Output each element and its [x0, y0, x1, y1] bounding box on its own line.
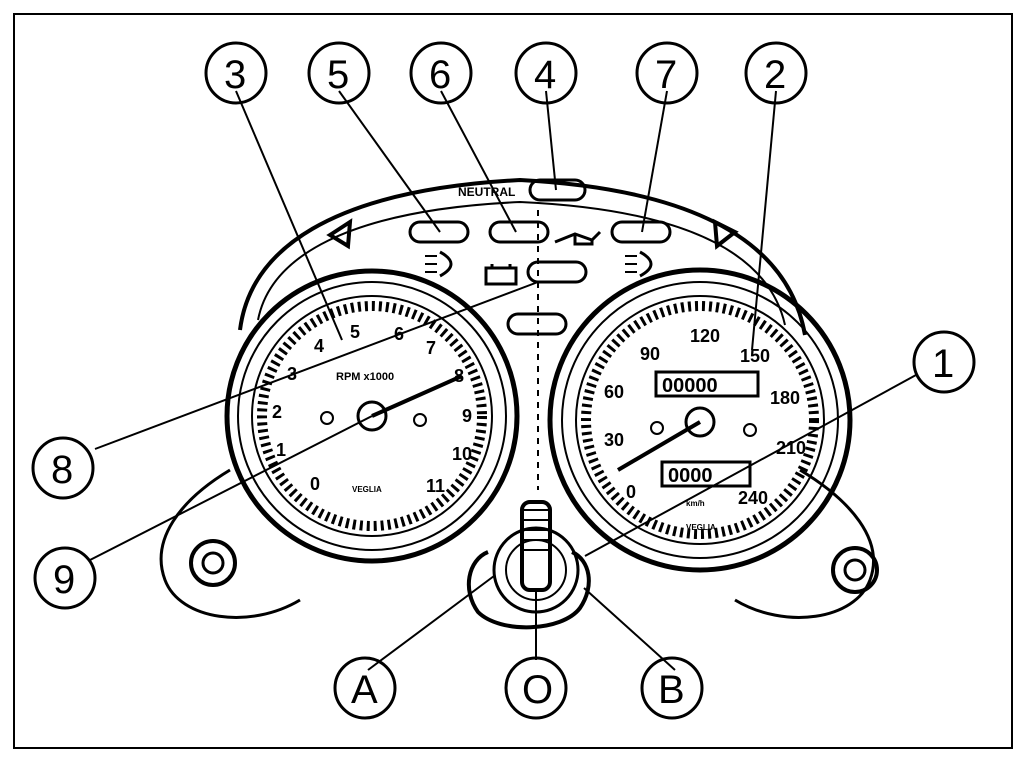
tachometer-needle [371, 374, 463, 418]
callout-O: O [504, 656, 568, 720]
odometer-window [654, 370, 760, 398]
tacho-tick-0: 0 [310, 474, 320, 494]
speedometer: 00000 0000 0 30 60 90 120 150 180 210 24… [547, 267, 853, 573]
tacho-tick-9: 9 [462, 406, 472, 426]
tacho-tick-11: 11 [426, 476, 445, 496]
trip-value: 0000 [668, 465, 713, 487]
callout-4: 4 [514, 41, 578, 105]
warning-lamp-low-beam [408, 220, 470, 244]
svg-text:3: 3 [224, 53, 246, 97]
tacho-tick-5: 5 [350, 322, 360, 342]
high-beam-icon [625, 250, 653, 278]
leader-lines [89, 90, 917, 671]
svg-text:7: 7 [655, 53, 677, 97]
callout-7: 7 [635, 41, 699, 105]
trip-window [660, 460, 752, 488]
speedometer-needle-hub [684, 406, 716, 438]
speedo-tick-60: 60 [604, 382, 624, 402]
speedo-tick-90: 90 [640, 344, 660, 364]
speedometer-brand: VEGLIA [686, 523, 716, 532]
ignition-key [520, 500, 552, 592]
housing-top-inner [257, 200, 786, 326]
tachometer-screw-right [413, 413, 427, 427]
tachometer-screw-left [320, 411, 334, 425]
speedo-tick-210: 210 [776, 438, 806, 458]
speedo-tick-30: 30 [604, 430, 624, 450]
speedo-tick-180: 180 [770, 388, 800, 408]
svg-text:4: 4 [534, 53, 556, 97]
warning-lamp-neutral [528, 178, 587, 202]
housing-top [238, 177, 807, 336]
tacho-tick-10: 10 [452, 444, 472, 464]
tachometer: 0 1 2 3 4 5 6 7 8 9 10 11 RPM x1000 VEGL… [224, 268, 520, 564]
svg-text:8: 8 [51, 448, 73, 492]
warning-lamp-battery [526, 260, 588, 284]
tachometer-unit-label: RPM x1000 [336, 371, 394, 383]
svg-text:2: 2 [764, 53, 786, 97]
right-mount-bracket [734, 468, 879, 619]
speedometer-screw-left [650, 421, 664, 435]
callout-9: 9 [33, 546, 97, 610]
speedometer-screw-right [743, 423, 757, 437]
speedo-tick-0: 0 [626, 482, 636, 502]
tachometer-brand: VEGLIA [352, 485, 382, 494]
speedometer-unit-label: km/h [686, 499, 705, 508]
warning-lamp-high-beam [610, 220, 672, 244]
callout-2: 2 [744, 41, 808, 105]
callout-A: A [333, 656, 397, 720]
oil-can-icon [554, 230, 602, 246]
callout-B: B [640, 656, 704, 720]
svg-text:B: B [658, 668, 685, 712]
callout-8: 8 [31, 436, 95, 500]
svg-text:1: 1 [932, 342, 954, 386]
tacho-tick-7: 7 [426, 338, 436, 358]
callout-6: 6 [409, 41, 473, 105]
neutral-label: NEUTRAL [458, 185, 515, 199]
frame-border [13, 13, 1013, 749]
ignition-switch [467, 500, 591, 630]
callout-5: 5 [307, 41, 371, 105]
odometer-value: 00000 [662, 375, 718, 397]
svg-text:9: 9 [53, 558, 75, 602]
tacho-tick-2: 2 [272, 402, 282, 422]
tacho-tick-8: 8 [454, 366, 464, 386]
svg-text:O: O [522, 668, 553, 712]
battery-icon [484, 264, 518, 286]
svg-text:6: 6 [429, 53, 451, 97]
right-turn-arrow-icon [712, 218, 739, 250]
svg-text:A: A [351, 668, 378, 712]
low-beam-icon [425, 250, 453, 278]
speedo-tick-240: 240 [738, 488, 768, 508]
tachometer-needle-hub [356, 400, 388, 432]
speedo-tick-150: 150 [740, 346, 770, 366]
tacho-tick-4: 4 [314, 336, 324, 356]
warning-lamp-oil [488, 220, 550, 244]
callout-3: 3 [204, 41, 268, 105]
left-mount-bracket [159, 468, 301, 619]
speedometer-needle [616, 420, 702, 472]
callout-1: 1 [912, 330, 976, 394]
tacho-tick-1: 1 [276, 440, 286, 460]
speedo-tick-120: 120 [690, 326, 720, 346]
left-turn-arrow-icon [326, 218, 353, 250]
svg-text:5: 5 [327, 53, 349, 97]
